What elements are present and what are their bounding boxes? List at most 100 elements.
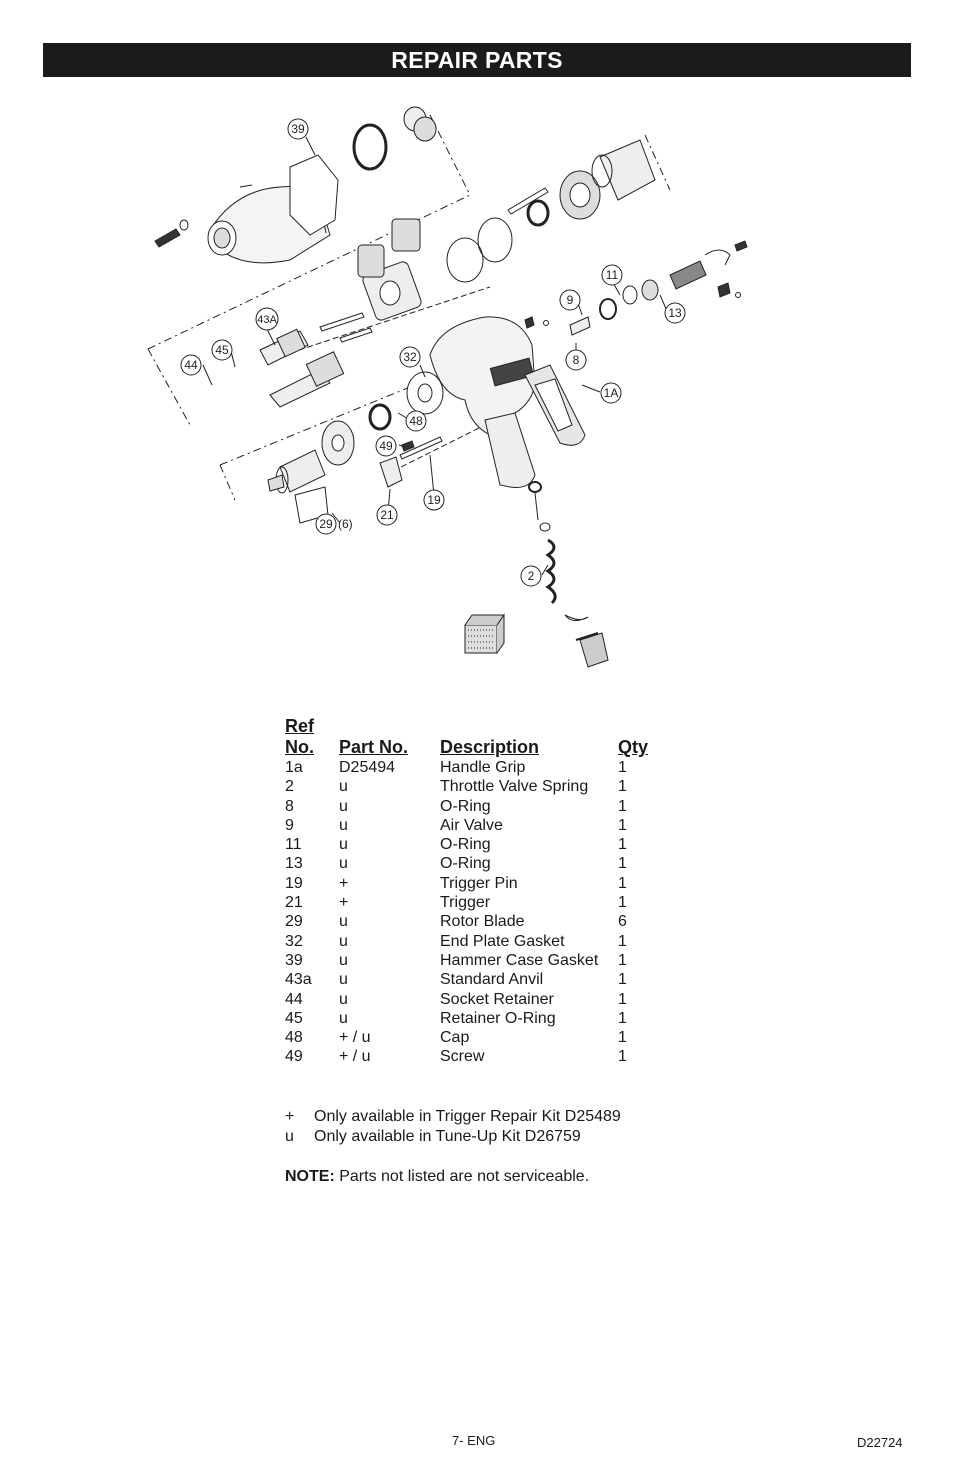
footnote-text: Only available in Tune-Up Kit D26759 [314,1128,581,1145]
cell-part-no: + [339,894,349,912]
cell-qty: 1 [618,1029,627,1047]
document-number: D22724 [857,1435,903,1450]
cell-description: Screw [440,1048,485,1066]
svg-text:2: 2 [528,569,535,583]
exploded-parts-diagram: 39 43A 44 45 32 48 [140,95,780,685]
cell-qty: 1 [618,894,627,912]
cell-description: O-Ring [440,855,491,873]
callout-32: 32 [399,346,421,368]
cell-part-no: + / u [339,1048,371,1066]
callout-29-qty: (6) [338,517,353,531]
cell-part-no: u [339,797,348,815]
cell-ref: 9 [285,816,294,834]
cell-description: O-Ring [440,797,491,815]
cell-description: Air Valve [440,816,503,834]
cell-ref: 48 [285,1029,303,1047]
svg-text:9: 9 [567,293,574,307]
cell-part-no: u [339,778,348,796]
svg-text:19: 19 [427,493,441,507]
callout-11: 11 [601,264,623,286]
cell-part-no: u [339,855,348,873]
svg-text:32: 32 [403,350,417,364]
callout-29: 29 [315,513,337,535]
svg-text:21: 21 [380,508,394,522]
footnote-tuneup-kit: u Only available in Tune-Up Kit D26759 [285,1127,621,1147]
cell-qty: 1 [618,932,627,950]
callout-9: 9 [559,289,581,311]
cell-description: Handle Grip [440,759,526,776]
callout-21: 21 [376,504,398,526]
callout-8: 8 [565,349,587,371]
cell-ref: 32 [285,932,303,950]
footnote-text: Only available in Trigger Repair Kit D25… [314,1108,621,1125]
callout-49: 49 [375,435,397,457]
callout-2: 2 [520,565,542,587]
cell-qty: 1 [618,971,627,989]
cell-ref: 11 [285,836,302,854]
cell-qty: 6 [618,913,627,931]
cell-ref: 8 [285,797,294,815]
cell-qty: 1 [618,855,627,873]
header-part-no: Part No. [339,737,409,757]
cell-ref: 43a [285,971,312,989]
cell-description: Cap [440,1029,470,1047]
page-title: REPAIR PARTS [391,46,563,73]
cell-qty: 1 [618,1009,627,1027]
svg-text:49: 49 [379,439,393,453]
cell-part-no: + / u [339,1029,371,1047]
cell-description: Retainer O-Ring [440,1009,556,1027]
cell-ref: 49 [285,1048,303,1066]
cell-part-no: u [339,816,348,834]
cell-description: Throttle Valve Spring [440,778,589,796]
footnote-trigger-kit: + Only available in Trigger Repair Kit D… [285,1107,621,1127]
diagram-svg: 39 43A 44 45 32 48 [147,106,748,668]
table-row: 48 + / u Cap 1 [285,1028,658,1047]
header-bar: REPAIR PARTS [43,43,911,77]
cell-qty: 1 [618,797,627,815]
footnote-symbol: + [285,1108,295,1125]
callout-44: 44 [180,354,202,376]
cell-description: Trigger Pin [440,874,518,892]
svg-text:43A: 43A [257,314,277,326]
cell-part-no: u [339,836,348,854]
cell-qty: 1 [618,778,627,796]
svg-text:44: 44 [184,358,198,372]
cell-part-no: + [339,874,349,892]
cell-description: Hammer Case Gasket [440,951,599,969]
cell-ref: 21 [285,894,303,912]
cell-ref: 13 [285,855,303,873]
header-description: Description [440,737,540,757]
table-row: 32 u End Plate Gasket 1 [285,932,658,951]
callout-19: 19 [423,489,445,511]
callout-45: 45 [211,339,233,361]
svg-text:29: 29 [319,517,333,531]
callout-39: 39 [287,118,309,140]
cell-ref: 44 [285,990,303,1008]
cell-ref: 1a [285,759,303,776]
svg-text:13: 13 [668,306,682,320]
note-text: Parts not listed are not serviceable. [339,1168,590,1185]
cell-description: Standard Anvil [440,971,544,989]
cell-qty: 1 [618,951,627,969]
cell-qty: 1 [618,759,627,776]
note: NOTE: Parts not listed are not serviceab… [285,1168,589,1186]
table-row: 21 + Trigger 1 [285,893,658,912]
cell-qty: 1 [618,1048,627,1066]
cell-part-no: u [339,990,348,1008]
cell-description: Trigger [440,894,491,912]
callout-43a: 43A [255,307,279,331]
cell-description: End Plate Gasket [440,932,565,950]
cell-part-no: u [339,932,348,950]
cell-qty: 1 [618,836,627,854]
svg-text:48: 48 [409,414,423,428]
cell-ref: 2 [285,778,294,796]
table-row: 8 u O-Ring 1 [285,797,658,816]
